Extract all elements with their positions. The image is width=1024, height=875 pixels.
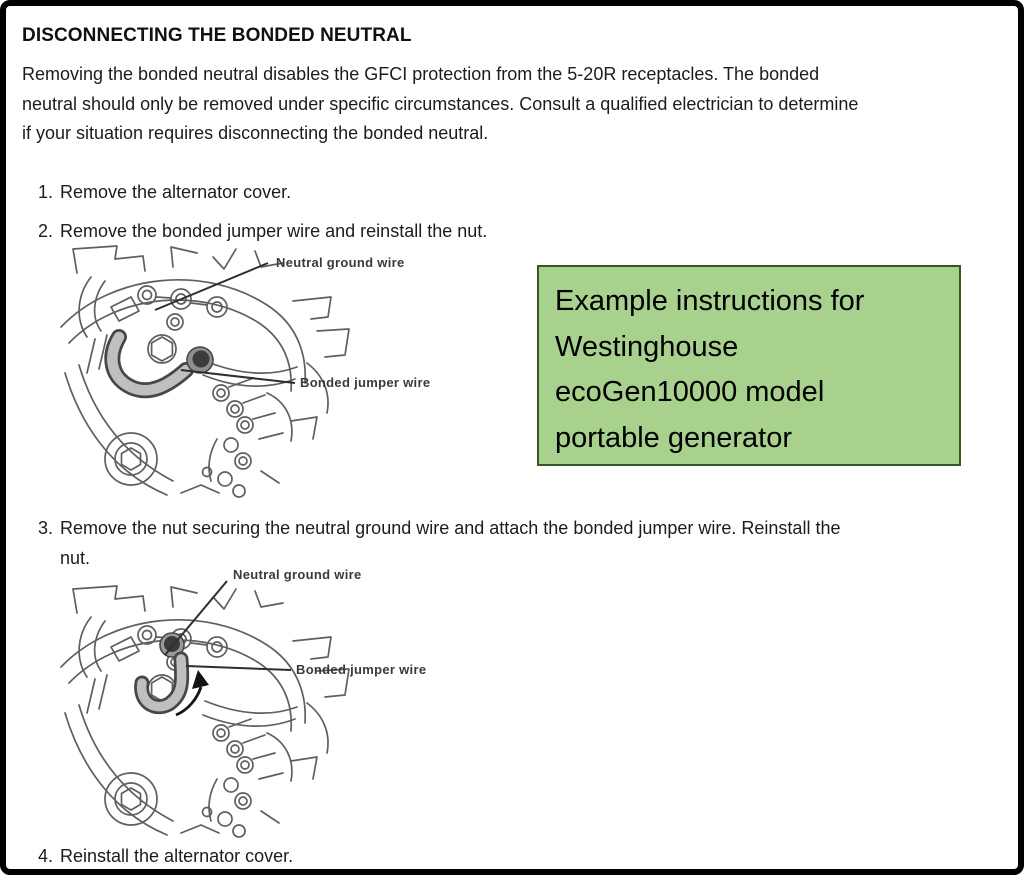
step-text: Remove the bonded jumper wire and reinst…: [60, 221, 488, 241]
leader-line-neutral: [164, 580, 228, 656]
intro-paragraph: Removing the bonded neutral disables the…: [22, 60, 1012, 149]
step-text: Remove the nut securing the neutral grou…: [60, 518, 841, 538]
step-number: 1.: [38, 182, 54, 202]
alternator-diagram-jumper-installed: Neutral ground wire Bonded jumper wire: [55, 243, 505, 498]
intro-line: Removing the bonded neutral disables the…: [22, 64, 820, 84]
callout-line: Westinghouse: [555, 330, 739, 363]
callout-line: Example instructions for: [555, 285, 865, 317]
intro-line: neutral should only be removed under spe…: [22, 93, 859, 114]
diagram-label-neutral-ground-wire: Neutral ground wire: [276, 255, 405, 270]
callout-line: portable generator: [555, 421, 792, 454]
diagram-label-bonded-jumper-wire: Bonded jumper wire: [300, 375, 430, 390]
rotation-arrowhead: [192, 670, 209, 689]
securing-nut: [164, 636, 180, 652]
step-number: 3.: [38, 518, 54, 538]
leader-line-bonded: [185, 665, 292, 671]
leader-line-neutral: [154, 262, 269, 311]
step-text: nut.: [60, 548, 91, 568]
alternator-diagram-jumper-attaching: Neutral ground wire Bonded jumper wire: [55, 563, 505, 838]
securing-nut: [192, 350, 210, 368]
callout-line: ecoGen10000 model: [555, 376, 825, 408]
step-number: 4.: [38, 846, 54, 866]
step-3: 3. Remove the nut securing the neutral g…: [38, 513, 972, 573]
diagram-label-neutral-ground-wire: Neutral ground wire: [233, 567, 362, 582]
alternator-line-art-2: Neutral ground wire Bonded jumper wire: [60, 567, 426, 838]
step-text: Reinstall the alternator cover.: [60, 846, 294, 866]
step-4: 4. Reinstall the alternator cover.: [38, 841, 972, 871]
example-callout-box: Example instructions for Westinghouse ec…: [537, 265, 961, 466]
intro-line: if your situation requires disconnecting…: [22, 123, 489, 143]
step-number: 2.: [38, 221, 54, 241]
page-title: DISCONNECTING THE BONDED NEUTRAL: [22, 24, 412, 46]
alternator-line-art-1: Neutral ground wire Bonded jumper wire: [60, 245, 430, 498]
step-1: 1. Remove the alternator cover.: [38, 177, 972, 207]
step-2: 2. Remove the bonded jumper wire and rei…: [38, 216, 972, 246]
step-text: Remove the alternator cover.: [60, 182, 292, 202]
rotation-arrow: [175, 686, 203, 717]
diagram-label-bonded-jumper-wire: Bonded jumper wire: [296, 662, 426, 677]
leader-line-bonded: [180, 369, 296, 384]
